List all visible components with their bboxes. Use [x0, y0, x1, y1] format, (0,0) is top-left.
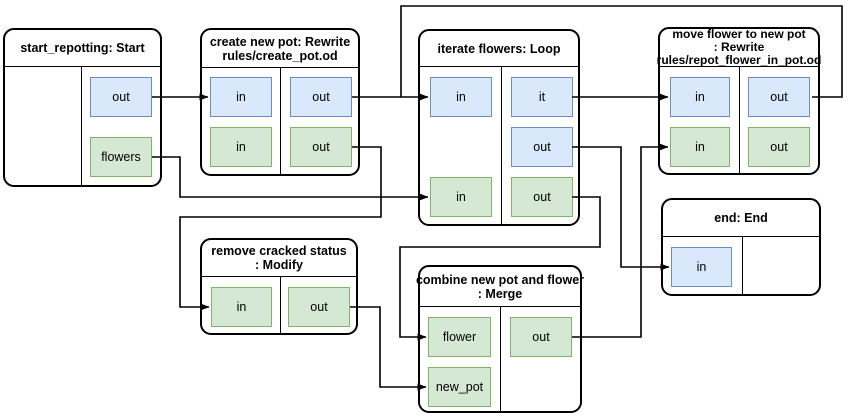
column-divider: [81, 67, 82, 185]
port-start-out: out: [90, 77, 152, 117]
column-divider: [739, 67, 740, 173]
port-label: in: [236, 140, 246, 154]
port-move-out-blue: out: [748, 77, 810, 117]
port-label: out: [112, 90, 130, 104]
column-divider: [500, 307, 501, 411]
node-iterate-flowers: iterate flowers: Loop in it out in out: [418, 29, 580, 226]
port-label: in: [456, 90, 466, 104]
port-create-in-blue: in: [210, 77, 272, 117]
port-label: flowers: [101, 150, 141, 164]
port-move-in-blue: in: [670, 77, 730, 117]
edge-iterate-out-to-end-in: [572, 146, 670, 271]
node-title-line: rules/repot_flower_in_pot.od: [656, 53, 822, 67]
node-end: end: End in: [661, 198, 821, 296]
node-title-line: start_repotting: Start: [20, 41, 145, 55]
node-combine: combine new pot and flower : Merge flowe…: [415, 265, 585, 413]
port-iterate-out-blue: out: [511, 127, 573, 167]
node-title: move flower to new pot : Rewrite rules/r…: [656, 28, 822, 67]
node-title: end: End: [662, 200, 820, 237]
node-remove-cracked-status: remove cracked status : Modify in out: [200, 238, 358, 335]
node-title-line: create new pot: Rewrite: [209, 34, 351, 49]
port-label: out: [532, 330, 550, 344]
port-start-flowers: flowers: [90, 137, 152, 177]
port-create-out-green: out: [290, 127, 352, 167]
node-title-line: iterate flowers: Loop: [437, 41, 561, 56]
column-divider: [280, 277, 281, 333]
node-title: combine new pot and flower : Merge: [415, 267, 585, 307]
port-move-in-green: in: [670, 127, 730, 167]
node-title-line: remove cracked status: [211, 244, 347, 258]
edge-combine-out-to-move-in-green: [572, 143, 669, 338]
port-label: flower: [442, 330, 477, 344]
port-label: out: [533, 190, 551, 204]
node-create-new-pot: create new pot: Rewrite rules/create_pot…: [200, 28, 360, 176]
port-remove-in: in: [211, 287, 272, 327]
port-label: out: [312, 90, 330, 104]
port-label: in: [695, 140, 705, 154]
port-iterate-in-green: in: [430, 177, 492, 217]
node-title: remove cracked status : Modify: [201, 240, 357, 277]
port-label: in: [456, 190, 466, 204]
column-divider: [501, 67, 502, 224]
port-combine-out: out: [510, 317, 572, 357]
port-create-in-green: in: [210, 127, 272, 167]
port-move-out-green: out: [748, 127, 810, 167]
node-title-line: : Merge: [477, 286, 523, 301]
port-label: out: [312, 140, 330, 154]
port-remove-out: out: [288, 287, 350, 327]
port-end-in: in: [671, 247, 732, 287]
port-label: in: [695, 90, 705, 104]
node-title-line: combine new pot and flower: [415, 272, 585, 287]
column-divider: [280, 68, 281, 174]
port-label: in: [696, 260, 707, 274]
node-start-repotting: start_repotting: Start out flowers: [3, 28, 162, 187]
port-combine-new-pot: new_pot: [428, 367, 491, 407]
port-label: in: [236, 300, 247, 314]
node-title-line: rules/create_pot.od: [222, 48, 338, 63]
port-label: in: [236, 90, 246, 104]
node-title-line: end: End: [714, 211, 768, 225]
port-iterate-out-green: out: [511, 177, 573, 217]
port-combine-flower: flower: [428, 317, 491, 357]
port-label: out: [533, 140, 551, 154]
node-move-flower: move flower to new pot : Rewrite rules/r…: [656, 27, 822, 175]
port-label: it: [538, 90, 546, 104]
port-label: out: [310, 300, 328, 314]
node-title: start_repotting: Start: [4, 30, 161, 67]
port-iterate-it: it: [511, 77, 573, 117]
port-label: out: [770, 140, 788, 154]
column-divider: [742, 237, 743, 294]
node-title: iterate flowers: Loop: [419, 31, 579, 67]
port-iterate-in-blue: in: [430, 77, 492, 117]
port-label: out: [770, 90, 788, 104]
edge-remove-out-to-combine-new-pot: [350, 306, 427, 391]
port-create-out-blue: out: [290, 77, 352, 117]
node-title: create new pot: Rewrite rules/create_pot…: [201, 30, 359, 68]
node-title-line: : Modify: [255, 258, 303, 272]
port-label: new_pot: [435, 380, 484, 394]
